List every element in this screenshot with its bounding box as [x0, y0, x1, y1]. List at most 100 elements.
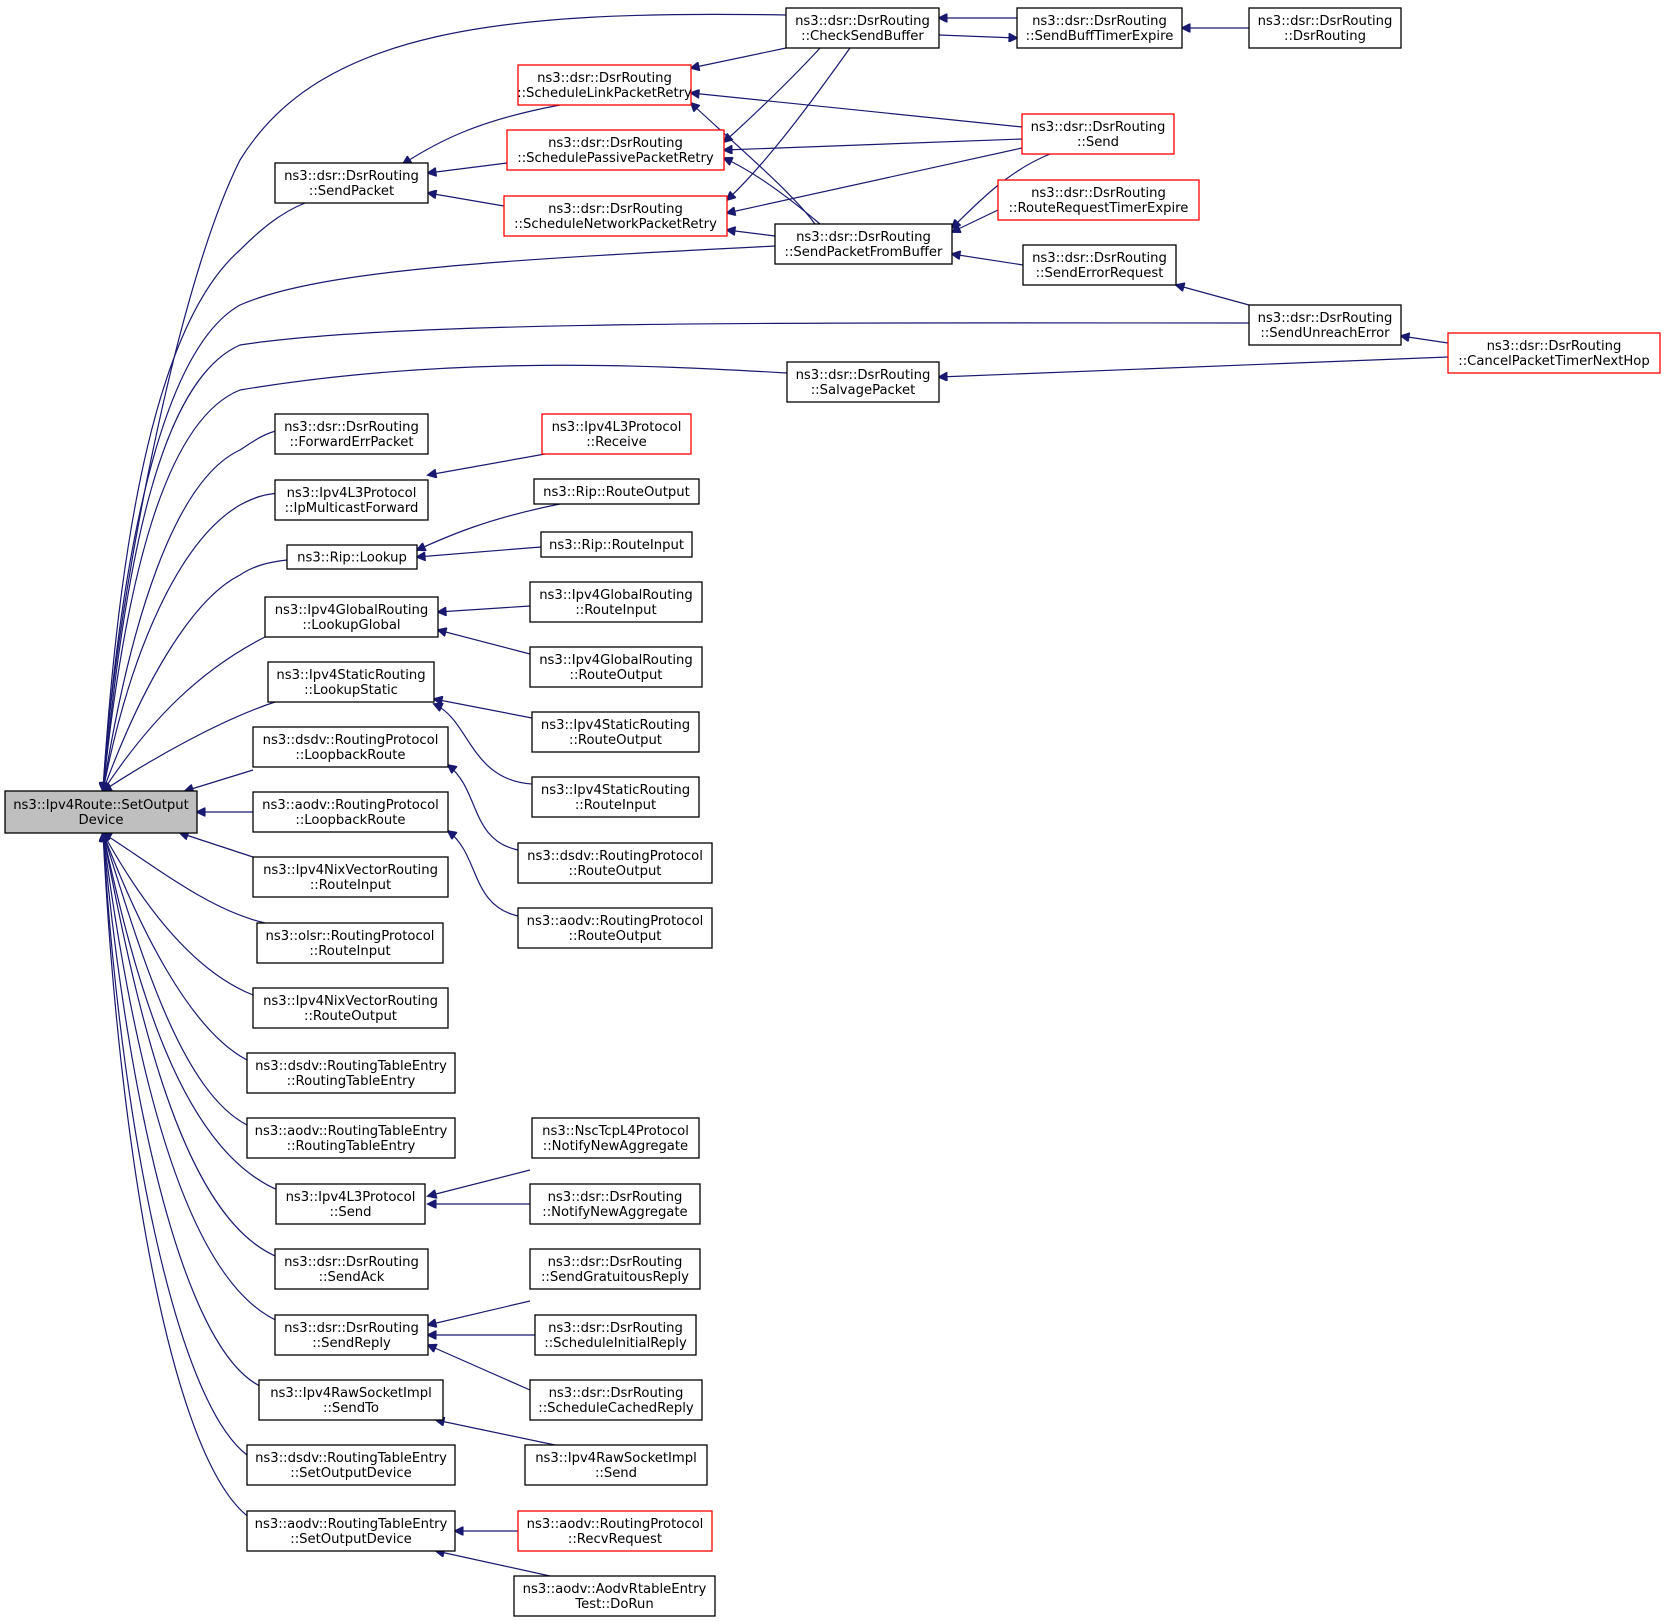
graph-node[interactable]: ns3::dsr::DsrRouting::SendErrorRequest: [1022, 244, 1177, 286]
graph-node[interactable]: ns3::aodv::RoutingProtocol::LoopbackRout…: [252, 791, 449, 833]
graph-node[interactable]: ns3::Ipv4RawSocketImpl::SendTo: [258, 1379, 444, 1421]
graph-node[interactable]: ns3::dsr::DsrRouting::ForwardErrPacket: [274, 413, 429, 455]
graph-node[interactable]: ns3::Ipv4RawSocketImpl::Send: [524, 1444, 708, 1486]
node-label: ns3::Ipv4GlobalRouting: [539, 588, 693, 603]
node-box: [256, 922, 444, 964]
node-box: [267, 661, 435, 703]
node-box: [1248, 304, 1402, 346]
graph-node[interactable]: ns3::dsr::DsrRouting::SendReply: [274, 1314, 429, 1356]
node-label: ::SendTo: [323, 1401, 379, 1416]
node-label: ::LookupStatic: [304, 683, 398, 698]
node-label: ::ScheduleLinkPacketRetry: [517, 86, 692, 101]
node-label: ns3::dsr::DsrRouting: [1031, 120, 1166, 135]
edges-layer: [103, 13, 1449, 1577]
node-label: ns3::Ipv4RawSocketImpl: [535, 1451, 697, 1466]
node-label: ns3::Ipv4NixVectorRouting: [263, 994, 438, 1009]
node-label: ns3::Ipv4StaticRouting: [541, 718, 690, 733]
graph-node[interactable]: ns3::dsdv::RoutingTableEntry::RoutingTab…: [246, 1052, 456, 1094]
node-label: ns3::Ipv4GlobalRouting: [275, 603, 429, 618]
graph-node[interactable]: ns3::dsr::DsrRouting::NotifyNewAggregate: [529, 1183, 701, 1225]
graph-node[interactable]: ns3::aodv::RoutingProtocol::RouteOutput: [517, 907, 713, 949]
graph-node[interactable]: ns3::Rip::Lookup: [286, 544, 418, 570]
node-label: ns3::Ipv4RawSocketImpl: [270, 1386, 432, 1401]
call-edge: [103, 202, 306, 791]
node-label: ns3::dsr::DsrRouting: [1487, 339, 1622, 354]
call-edge: [428, 162, 508, 173]
node-label: Test::DoRun: [574, 1597, 653, 1612]
graph-node[interactable]: ns3::dsr::DsrRouting::SendBuffTimerExpir…: [1016, 7, 1183, 49]
call-edge: [727, 47, 851, 200]
node-label: ::CancelPacketTimerNextHop: [1458, 354, 1649, 369]
graph-node[interactable]: ns3::aodv::RoutingTableEntry::RoutingTab…: [246, 1117, 456, 1159]
node-box: [774, 223, 953, 265]
node-label: ns3::Ipv4L3Protocol: [286, 1190, 416, 1205]
graph-node[interactable]: ns3::dsr::DsrRouting::SendPacket: [274, 162, 429, 204]
graph-node[interactable]: ns3::aodv::RoutingTableEntry::SetOutputD…: [246, 1510, 456, 1552]
graph-node[interactable]: ns3::Ipv4NixVectorRouting::RouteInput: [252, 856, 449, 898]
call-edge: [103, 833, 266, 924]
graph-node[interactable]: ns3::dsr::DsrRouting::CheckSendBuffer: [785, 7, 940, 49]
graph-node[interactable]: ns3::dsdv::RoutingTableEntry::SetOutputD…: [246, 1444, 456, 1486]
graph-node[interactable]: ns3::Ipv4StaticRouting::RouteOutput: [531, 711, 700, 753]
graph-node[interactable]: ns3::dsr::DsrRouting::SalvagePacket: [786, 361, 940, 403]
graph-node[interactable]: ns3::olsr::RoutingProtocol::RouteInput: [256, 922, 444, 964]
node-box: [246, 1052, 456, 1094]
graph-node[interactable]: ns3::dsdv::RoutingProtocol::RouteOutput: [517, 842, 713, 884]
graph-node[interactable]: ns3::dsdv::RoutingProtocol::LoopbackRout…: [252, 726, 449, 768]
graph-node[interactable]: ns3::Rip::RouteInput: [540, 531, 693, 558]
call-edge: [103, 13, 787, 791]
node-box: [503, 195, 728, 237]
graph-node[interactable]: ns3::dsr::DsrRouting::ScheduleLinkPacket…: [517, 64, 692, 106]
node-label: Device: [78, 813, 123, 828]
graph-node[interactable]: ns3::NscTcpL4Protocol::NotifyNewAggregat…: [531, 1117, 700, 1159]
graph-node[interactable]: ns3::Ipv4GlobalRouting::RouteInput: [529, 581, 703, 623]
node-label: ns3::Ipv4Route::SetOutput: [13, 798, 189, 813]
graph-node[interactable]: ns3::dsr::DsrRouting::SchedulePassivePac…: [506, 129, 725, 171]
call-edge: [417, 503, 561, 550]
graph-node[interactable]: ns3::dsr::DsrRouting::SendUnreachError: [1248, 304, 1402, 346]
node-label: ns3::dsr::DsrRouting: [1032, 251, 1167, 266]
graph-node[interactable]: ns3::dsr::DsrRouting::Send: [1021, 113, 1175, 155]
node-box: [275, 1183, 426, 1225]
graph-node[interactable]: ns3::Ipv4StaticRouting::RouteInput: [531, 776, 700, 818]
node-label: ::SendPacket: [309, 184, 394, 199]
graph-node[interactable]: ns3::dsr::DsrRouting::ScheduleNetworkPac…: [503, 195, 728, 237]
node-box: [252, 791, 449, 833]
graph-node[interactable]: ns3::Ipv4GlobalRouting::RouteOutput: [529, 646, 703, 688]
graph-node[interactable]: ns3::aodv::RoutingProtocol::RecvRequest: [517, 1510, 713, 1552]
node-box: [4, 790, 198, 834]
call-edge: [103, 833, 263, 1388]
graph-node[interactable]: ns3::Ipv4GlobalRouting::LookupGlobal: [264, 596, 439, 638]
graph-node[interactable]: ns3::Ipv4L3Protocol::Send: [275, 1183, 426, 1225]
graph-node[interactable]: ns3::dsr::DsrRouting::CancelPacketTimerN…: [1447, 332, 1661, 374]
node-label: ns3::Ipv4StaticRouting: [276, 668, 425, 683]
call-edge: [952, 153, 1051, 228]
node-label: ::RoutingTableEntry: [287, 1139, 416, 1154]
call-edge: [691, 47, 787, 68]
graph-node[interactable]: ns3::dsr::DsrRouting::RouteRequestTimerE…: [997, 179, 1200, 221]
node-label: ns3::dsr::DsrRouting: [537, 71, 672, 86]
node-box: [1248, 7, 1402, 49]
graph-node[interactable]: ns3::dsr::DsrRouting::SendGratuitousRepl…: [529, 1248, 701, 1290]
call-edge: [724, 158, 821, 225]
graph-node[interactable]: ns3::Ipv4NixVectorRouting::RouteOutput: [252, 987, 449, 1029]
node-label: ns3::dsr::DsrRouting: [549, 1386, 684, 1401]
call-edge: [103, 245, 776, 791]
node-box: [531, 711, 700, 753]
graph-node[interactable]: ns3::Rip::RouteOutput: [533, 478, 700, 505]
graph-node[interactable]: ns3::dsr::DsrRouting::SendAck: [274, 1248, 429, 1290]
graph-node[interactable]: ns3::dsr::DsrRouting::ScheduleInitialRep…: [534, 1314, 697, 1356]
call-edge: [727, 230, 776, 237]
node-label: ns3::dsr::DsrRouting: [284, 169, 419, 184]
node-label: ns3::olsr::RoutingProtocol: [266, 929, 435, 944]
call-edge: [103, 833, 254, 996]
call-edge: [1176, 285, 1250, 306]
graph-node[interactable]: ns3::dsr::DsrRouting::SendPacketFromBuff…: [774, 223, 953, 265]
node-box: [1447, 332, 1661, 374]
graph-node[interactable]: ns3::Ipv4L3Protocol::Receive: [541, 413, 692, 455]
graph-node[interactable]: ns3::dsr::DsrRouting::ScheduleCachedRepl…: [529, 1379, 703, 1421]
graph-node[interactable]: ns3::Ipv4L3Protocol::IpMulticastForward: [274, 479, 429, 521]
graph-node[interactable]: ns3::dsr::DsrRouting::DsrRouting: [1248, 7, 1402, 49]
graph-node[interactable]: ns3::Ipv4StaticRouting::LookupStatic: [267, 661, 435, 703]
